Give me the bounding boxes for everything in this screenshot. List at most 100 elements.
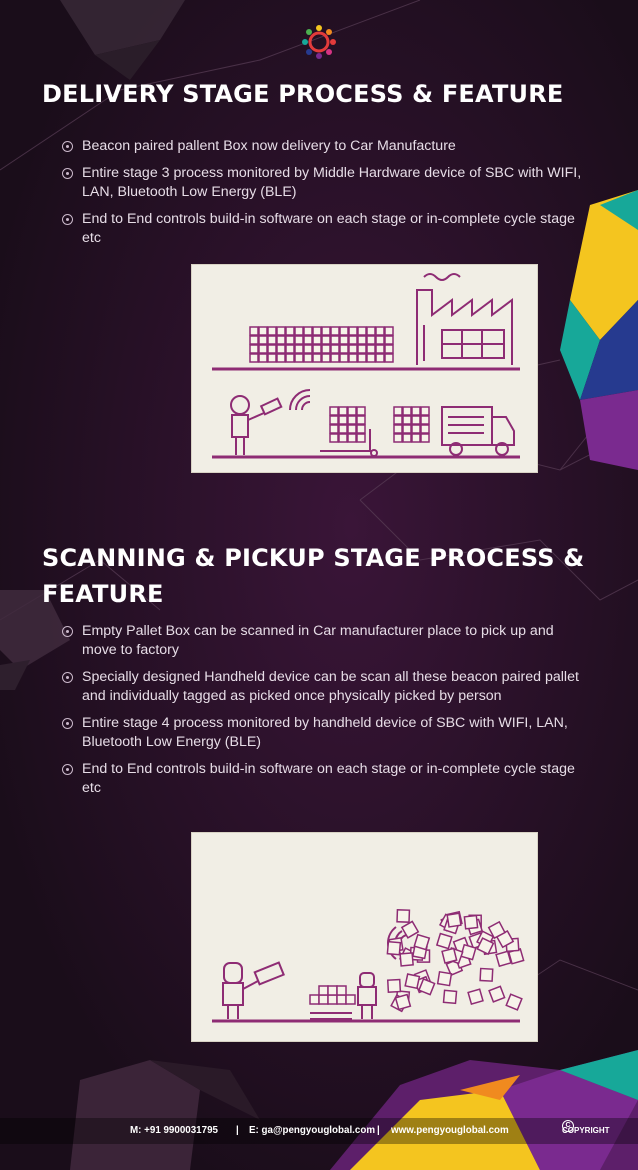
pallet-box	[420, 433, 430, 443]
pallet-box	[276, 353, 286, 363]
pallet-box	[420, 406, 430, 416]
delivery-illustration	[191, 264, 538, 473]
footer-separator: |	[377, 1125, 380, 1136]
delivery-feature-list: Beacon paired pallent Box now delivery t…	[62, 137, 592, 256]
pallet-box	[460, 943, 477, 961]
pallet-box	[303, 353, 313, 363]
circle-bullet-icon	[62, 672, 73, 683]
list-item: Empty Pallet Box can be scanned in Car m…	[62, 622, 592, 660]
pallet-box	[420, 424, 430, 434]
scanning-scene-graphic	[212, 909, 525, 1023]
pallet-box	[402, 415, 412, 425]
pallet-box	[321, 326, 331, 336]
pallet-box	[375, 353, 385, 363]
section-title-scanning: SCANNING & PICKUP STAGE PROCESS & FEATUR…	[42, 544, 585, 608]
pallet-box	[347, 415, 357, 425]
pallet-box	[435, 932, 453, 950]
pallet-box	[330, 353, 340, 363]
pallet-box	[267, 353, 277, 363]
pallet-box	[393, 415, 403, 425]
pallet-box	[384, 344, 394, 354]
pallet-box	[327, 985, 338, 996]
pallet-box	[330, 335, 340, 345]
footer-bar: M: +91 9900031795 | E: ga@pengyouglobal.…	[0, 1120, 638, 1142]
pallet-box	[357, 353, 367, 363]
pallet-box	[249, 353, 259, 363]
pallet-box	[338, 424, 348, 434]
pallet-box	[338, 406, 348, 416]
pallet-box	[312, 335, 322, 345]
pallet-box	[384, 353, 394, 363]
pallet-box	[294, 344, 304, 354]
pallet-box	[285, 344, 295, 354]
pallet-box	[329, 415, 339, 425]
pallet-box	[356, 415, 366, 425]
pallet-box	[318, 994, 329, 1005]
pallet-box	[488, 985, 506, 1003]
pallet-box	[356, 433, 366, 443]
pallet-box	[463, 914, 479, 930]
pallet-box	[394, 993, 412, 1011]
pallet-box	[303, 326, 313, 336]
copyright-icon: C	[562, 1120, 574, 1132]
list-item: Entire stage 3 process monitored by Midd…	[62, 164, 592, 202]
list-item: Entire stage 4 process monitored by hand…	[62, 714, 592, 752]
pallet-box	[347, 433, 357, 443]
pallet-box	[402, 433, 412, 443]
pallet-box	[393, 433, 403, 443]
list-item: Beacon paired pallent Box now delivery t…	[62, 137, 592, 156]
pallet-box	[399, 952, 414, 967]
pallet-box	[411, 424, 421, 434]
pallet-box	[321, 344, 331, 354]
pallet-box	[276, 335, 286, 345]
scanning-illustration	[191, 832, 538, 1042]
scanning-feature-list: Empty Pallet Box can be scanned in Car m…	[62, 622, 592, 806]
pallet-box	[467, 988, 484, 1005]
list-item-text: Specially designed Handheld device can b…	[82, 669, 579, 704]
pallet-box	[276, 326, 286, 336]
pallet-box	[338, 415, 348, 425]
pallet-box	[396, 909, 411, 923]
footer-website-link[interactable]: www.pengyouglobal.com	[391, 1125, 509, 1136]
pallet-box	[357, 326, 367, 336]
pallet-box	[348, 344, 358, 354]
delivery-scene-graphic	[212, 273, 520, 459]
pallet-box	[312, 353, 322, 363]
scattered-boxes	[309, 909, 525, 1013]
list-item-text: End to End controls build-in software on…	[82, 761, 575, 796]
list-item: Specially designed Handheld device can b…	[62, 668, 592, 706]
pallet-box	[420, 415, 430, 425]
pallet-box	[402, 424, 412, 434]
pallet-box	[404, 973, 421, 990]
pallet-box	[411, 433, 421, 443]
pallet-box	[258, 335, 268, 345]
pallet-box	[418, 978, 436, 996]
pallet-box	[330, 344, 340, 354]
pallet-box	[336, 994, 347, 1005]
list-item-text: Empty Pallet Box can be scanned in Car m…	[82, 623, 554, 658]
pallet-box	[309, 994, 320, 1005]
circle-bullet-icon	[62, 626, 73, 637]
pallet-box	[375, 344, 385, 354]
pallet-box	[294, 353, 304, 363]
pallet-box	[347, 424, 357, 434]
footer-separator: |	[236, 1125, 239, 1136]
pallet-box	[441, 947, 458, 964]
pallet-box	[321, 335, 331, 345]
pallet-box	[249, 344, 259, 354]
pallet-box	[505, 993, 523, 1011]
pallet-box	[267, 335, 277, 345]
pallet-box	[339, 326, 349, 336]
pallet-box	[327, 994, 338, 1005]
pallet-box	[258, 344, 268, 354]
pallet-box	[312, 344, 322, 354]
pallet-box	[442, 989, 458, 1005]
circle-bullet-icon	[62, 214, 73, 225]
pallet-box	[329, 424, 339, 434]
section-title-delivery: DELIVERY STAGE PROCESS & FEATURE	[42, 80, 564, 108]
pallet-box	[366, 335, 376, 345]
pallet-box	[276, 344, 286, 354]
pallet-box	[487, 920, 506, 940]
list-item-text: Beacon paired pallent Box now delivery t…	[82, 138, 456, 154]
colorful-gear-logo-icon	[302, 25, 336, 59]
